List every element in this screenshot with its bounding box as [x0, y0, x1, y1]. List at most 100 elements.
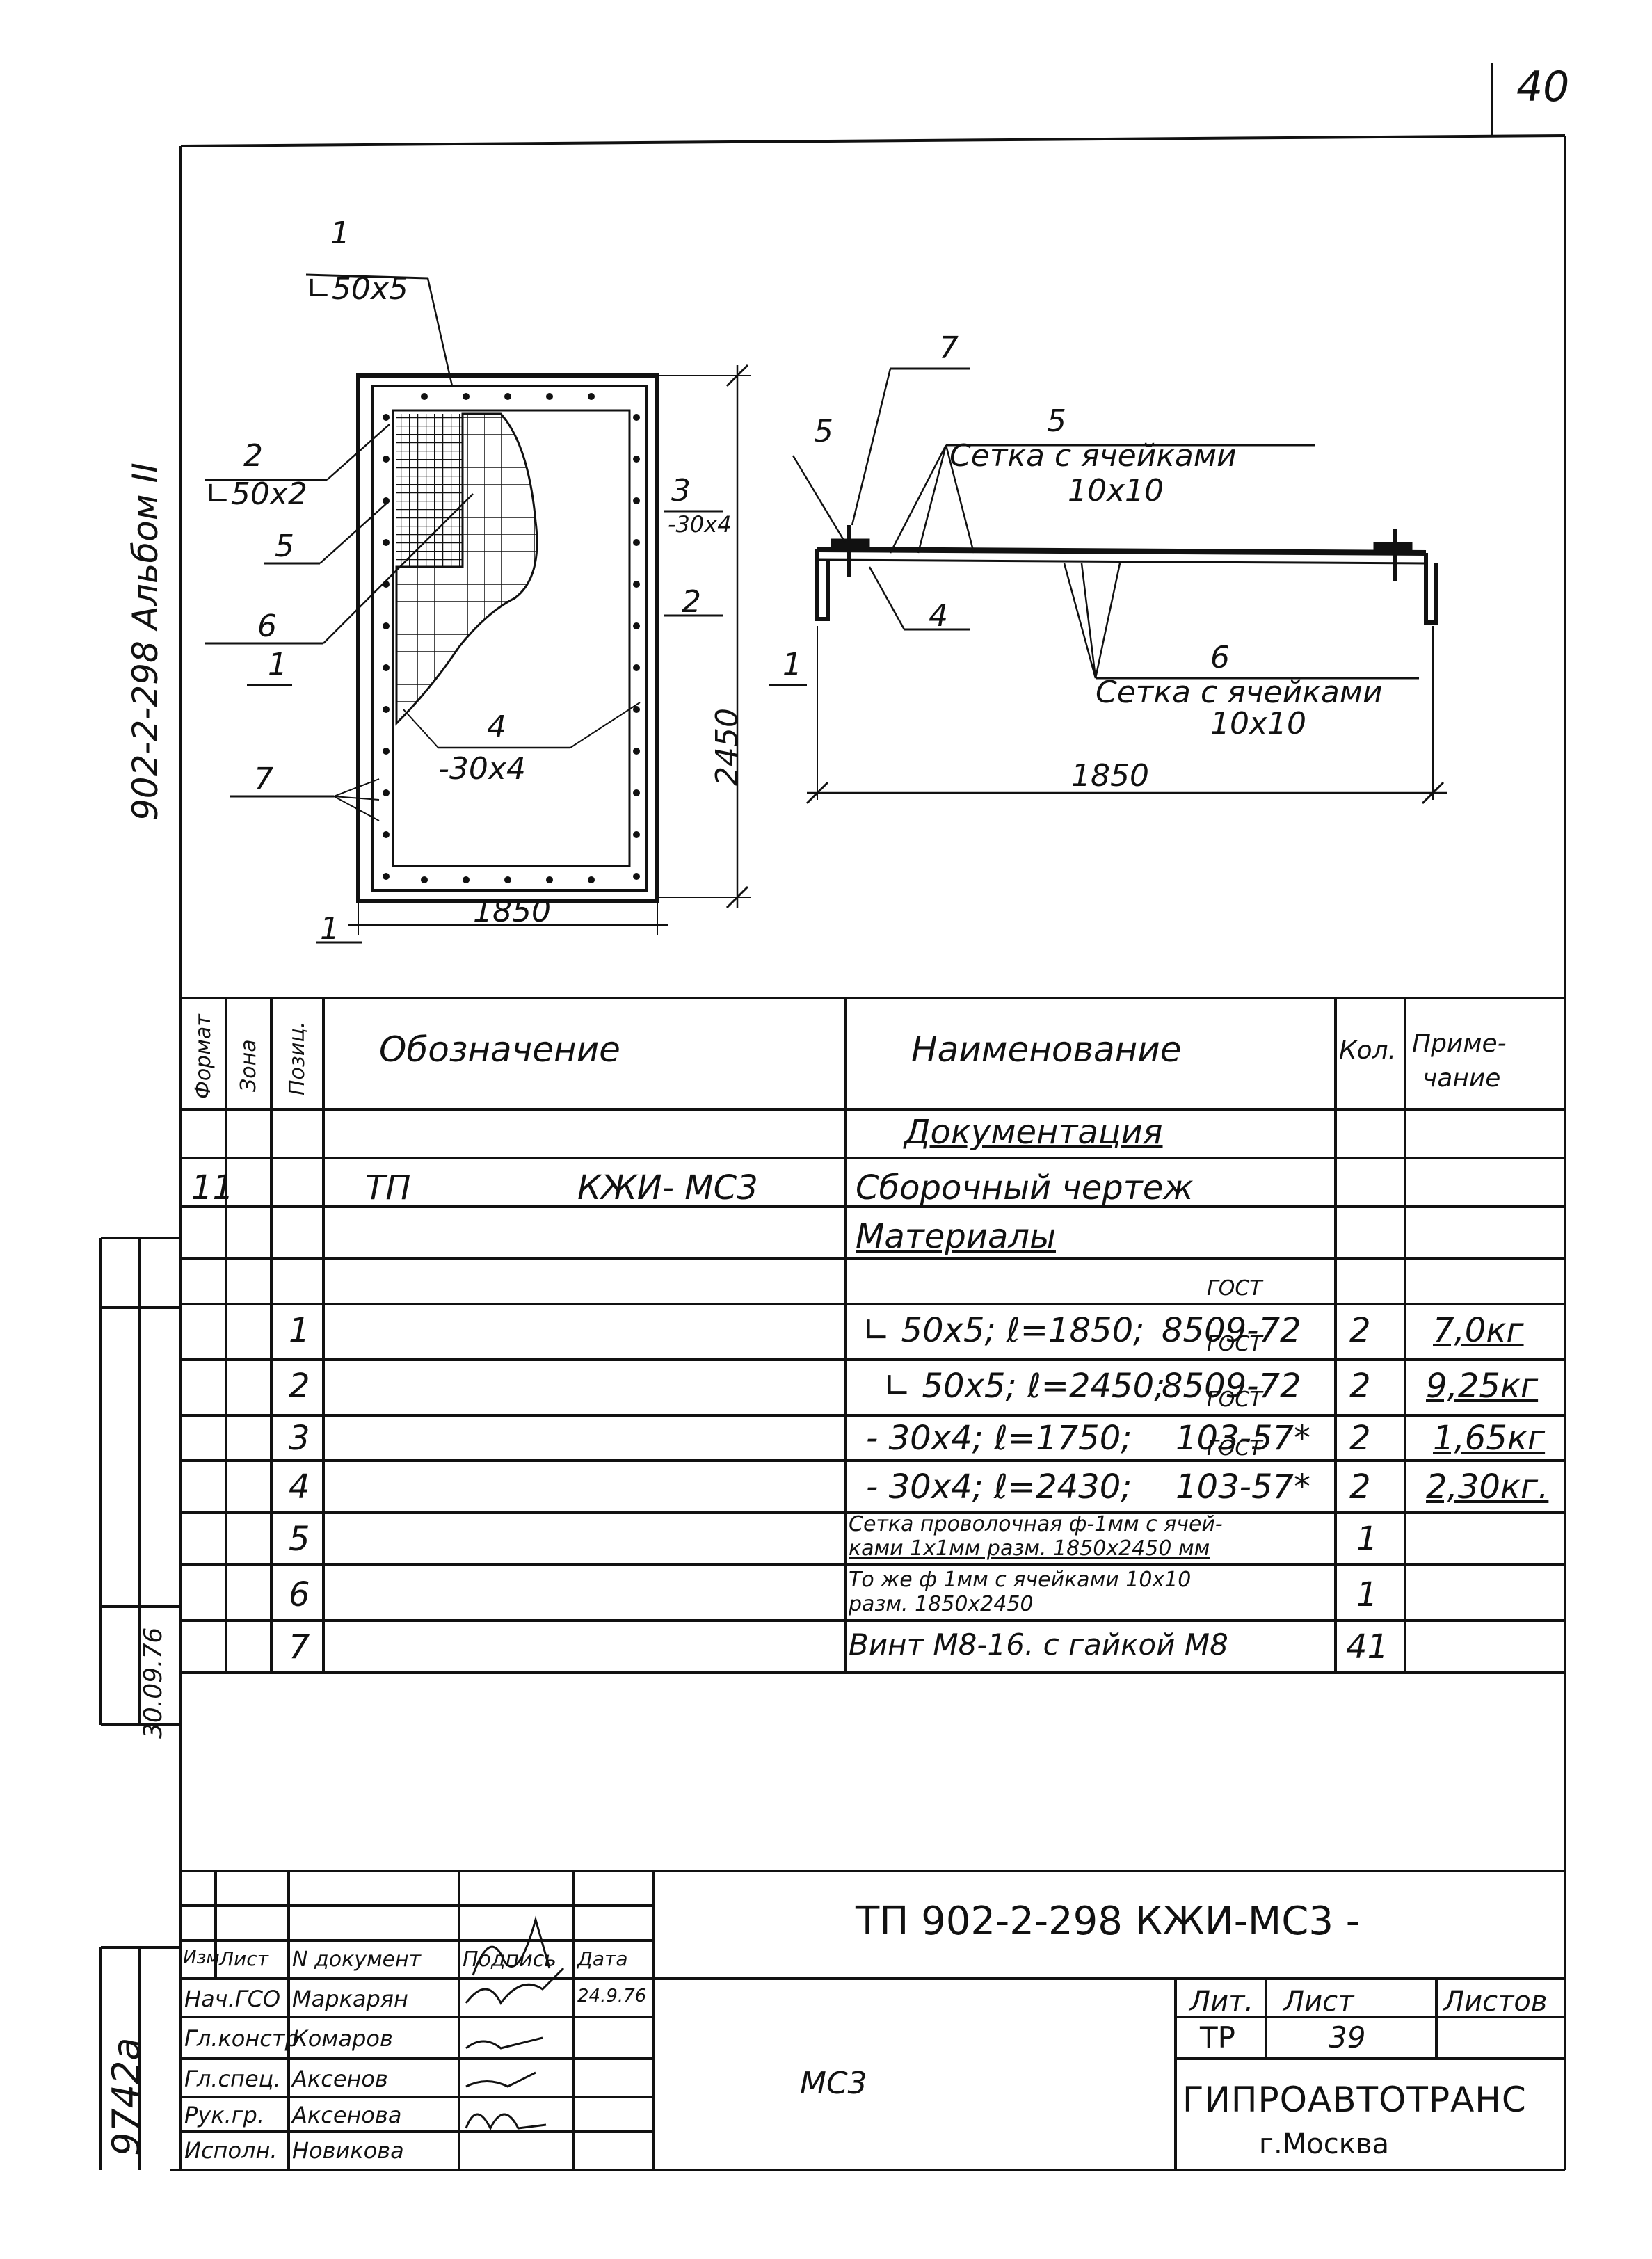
spec-section-materials: Материалы	[856, 1217, 1056, 1256]
spec-row-gost-top: ГОСТ	[1207, 1276, 1262, 1301]
spec-row-pos: 6	[289, 1575, 310, 1614]
plan-dim-width: 1850	[473, 894, 551, 929]
spec-row-qty: 41	[1346, 1627, 1389, 1666]
title-role: Исполн.	[184, 2137, 278, 2164]
spec-row-gost-top: ГОСТ	[1207, 1388, 1262, 1412]
title-person: Аксенов	[292, 2066, 388, 2092]
section-label-5: 5	[1047, 403, 1066, 439]
spec-row-name-line-2: ками 1х1мм разм. 1850х2450 мм	[849, 1536, 1210, 1561]
plan-label-6: 6	[257, 609, 277, 644]
title-role: Рук.гр.	[184, 2102, 265, 2128]
spec-row-name: - 30х4; ℓ=1750;	[866, 1419, 1132, 1458]
section-label-4: 4	[929, 598, 948, 634]
section-mark: 1	[783, 647, 802, 682]
plan-label-2: 2	[243, 438, 263, 474]
title-col-signature: Подпись	[463, 1947, 556, 1972]
spec-row-gost-top: ГОСТ	[1207, 1332, 1262, 1356]
spec-row-note: 9,25кг	[1426, 1367, 1539, 1406]
title-col-document: N документ	[292, 1947, 422, 1972]
spec-row-gost: 103-57*	[1176, 1468, 1311, 1506]
spec-section-documentation: Документация	[904, 1113, 1163, 1152]
title-date: 24.9.76	[577, 1986, 647, 2007]
title-sheet-value: 39	[1329, 2020, 1366, 2055]
spec-row-qty: 2	[1349, 1468, 1371, 1506]
plan-label-1-profile: ∟50х5	[306, 271, 408, 307]
section-label-5-left: 5	[814, 414, 833, 449]
spec-row-name-line-1: То же ф 1мм с ячейками 10х10	[849, 1568, 1192, 1592]
title-item-name: МС3	[800, 2066, 867, 2101]
spec-row-name: Винт М8-16. с гайкой М8	[849, 1627, 1228, 1662]
spec-header-format: Формат	[191, 1014, 216, 1099]
plan-label-7: 7	[254, 762, 273, 797]
title-col-change: Изм	[183, 1947, 220, 1968]
plan-label-4: 4	[487, 709, 506, 745]
title-role: Гл.констр	[184, 2025, 299, 2052]
spec-row-pos: 2	[289, 1367, 310, 1406]
signatures	[465, 1915, 565, 2131]
title-col-date: Дата	[577, 1947, 628, 1970]
spec-row-pos: 4	[289, 1468, 310, 1506]
spec-row-note: 1,65кг	[1433, 1419, 1546, 1458]
title-person: Маркарян	[292, 1986, 408, 2012]
spec-doc-name: Сборочный чертеж	[856, 1168, 1194, 1207]
spec-header-note-2: чание	[1422, 1064, 1501, 1093]
spec-header-position: Позиц.	[285, 1021, 310, 1095]
spec-row-name: - 30х4; ℓ=2430;	[866, 1468, 1132, 1506]
plan-label-3-profile: -30х4	[668, 511, 732, 538]
plan-label-2-right: 2	[682, 584, 701, 620]
sheet-number: 40	[1516, 63, 1570, 111]
plan-label-3: 3	[671, 473, 691, 508]
title-role: Гл.спец.	[184, 2066, 281, 2092]
spec-row-name-line-2: разм. 1850х2450	[849, 1592, 1034, 1616]
title-role: Нач.ГСО	[184, 1986, 281, 2012]
title-person: Комаров	[292, 2025, 393, 2052]
spec-header-name: Наименование	[911, 1029, 1182, 1070]
section-mesh-6-text: Сетка с ячейками	[1096, 675, 1383, 710]
spec-doc-designation-2: КЖИ- МС3	[577, 1168, 758, 1207]
title-person: Новикова	[292, 2137, 404, 2164]
spec-row-name: ∟ 50х5; ℓ=2450;	[883, 1367, 1166, 1406]
spec-row-gost: 103-57*	[1176, 1419, 1311, 1458]
spec-header-qty: Кол.	[1339, 1036, 1397, 1065]
spec-row-pos: 7	[289, 1627, 310, 1666]
plan-label-5: 5	[275, 529, 294, 564]
plan-label-2-profile: ∟50х2	[205, 476, 307, 512]
spec-row-gost: 8509-72	[1162, 1311, 1301, 1350]
spec-row-pos: 1	[289, 1311, 310, 1350]
plan-label-4-profile: -30х4	[438, 751, 526, 787]
spec-row-qty: 1	[1356, 1575, 1378, 1614]
section-label-7: 7	[939, 330, 959, 366]
spec-doc-format: 11	[191, 1168, 234, 1207]
plan-section-mark-left: 1	[268, 647, 287, 682]
section-mesh-5-size: 10х10	[1068, 473, 1164, 508]
section-mesh-6-size: 10х10	[1210, 706, 1307, 741]
spec-row-qty: 1	[1356, 1520, 1378, 1559]
title-city: г.Москва	[1259, 2128, 1389, 2160]
spec-row-note: 7,0кг	[1433, 1311, 1524, 1350]
section-dim-width: 1850	[1071, 758, 1149, 794]
spec-row-name-line-1: Сетка проволочная ф-1мм с ячей-	[849, 1512, 1223, 1536]
spec-row-qty: 2	[1349, 1367, 1371, 1406]
title-doc-code: ТП 902-2-298 КЖИ-МС3 -	[856, 1899, 1360, 1944]
spec-header-note-1: Приме-	[1412, 1029, 1507, 1058]
spec-row-qty: 2	[1349, 1419, 1371, 1458]
spec-row-pos: 3	[289, 1419, 310, 1458]
title-organization: ГИПРОАВТОТРАНС	[1182, 2080, 1527, 2120]
section-label-6: 6	[1210, 640, 1230, 675]
spec-header-zone: Зона	[236, 1039, 261, 1092]
plan-label-1: 1	[330, 216, 350, 251]
spec-row-note: 2,30кг.	[1426, 1468, 1549, 1506]
spec-row-gost: 8509-72	[1162, 1367, 1301, 1406]
title-lit-label: Лит.	[1189, 1986, 1254, 2018]
section-mesh-5-text: Сетка с ячейками	[949, 438, 1237, 474]
title-sheets-label: Листов	[1443, 1986, 1548, 2018]
spec-doc-designation-1: ТП	[365, 1168, 411, 1207]
spec-header-designation: Обозначение	[379, 1029, 620, 1070]
title-person: Аксенова	[292, 2102, 402, 2128]
plan-section-mark-bottom: 1	[320, 911, 339, 947]
title-col-sheet: Лист	[219, 1947, 268, 1970]
title-sheet-label: Лист	[1283, 1986, 1354, 2018]
spec-row-pos: 5	[289, 1520, 310, 1559]
spec-row-qty: 2	[1349, 1311, 1371, 1350]
